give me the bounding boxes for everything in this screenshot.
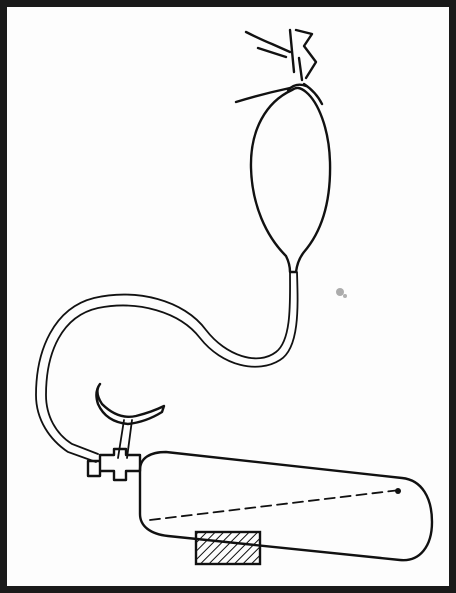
balloon: [251, 88, 330, 272]
balloon-knot: [236, 30, 322, 104]
cylinder-stand: [196, 532, 260, 564]
t-handle: [96, 384, 164, 458]
ink-smudge: [336, 288, 347, 298]
gas-cylinder: [140, 452, 432, 560]
rubber-tube: [36, 272, 298, 462]
